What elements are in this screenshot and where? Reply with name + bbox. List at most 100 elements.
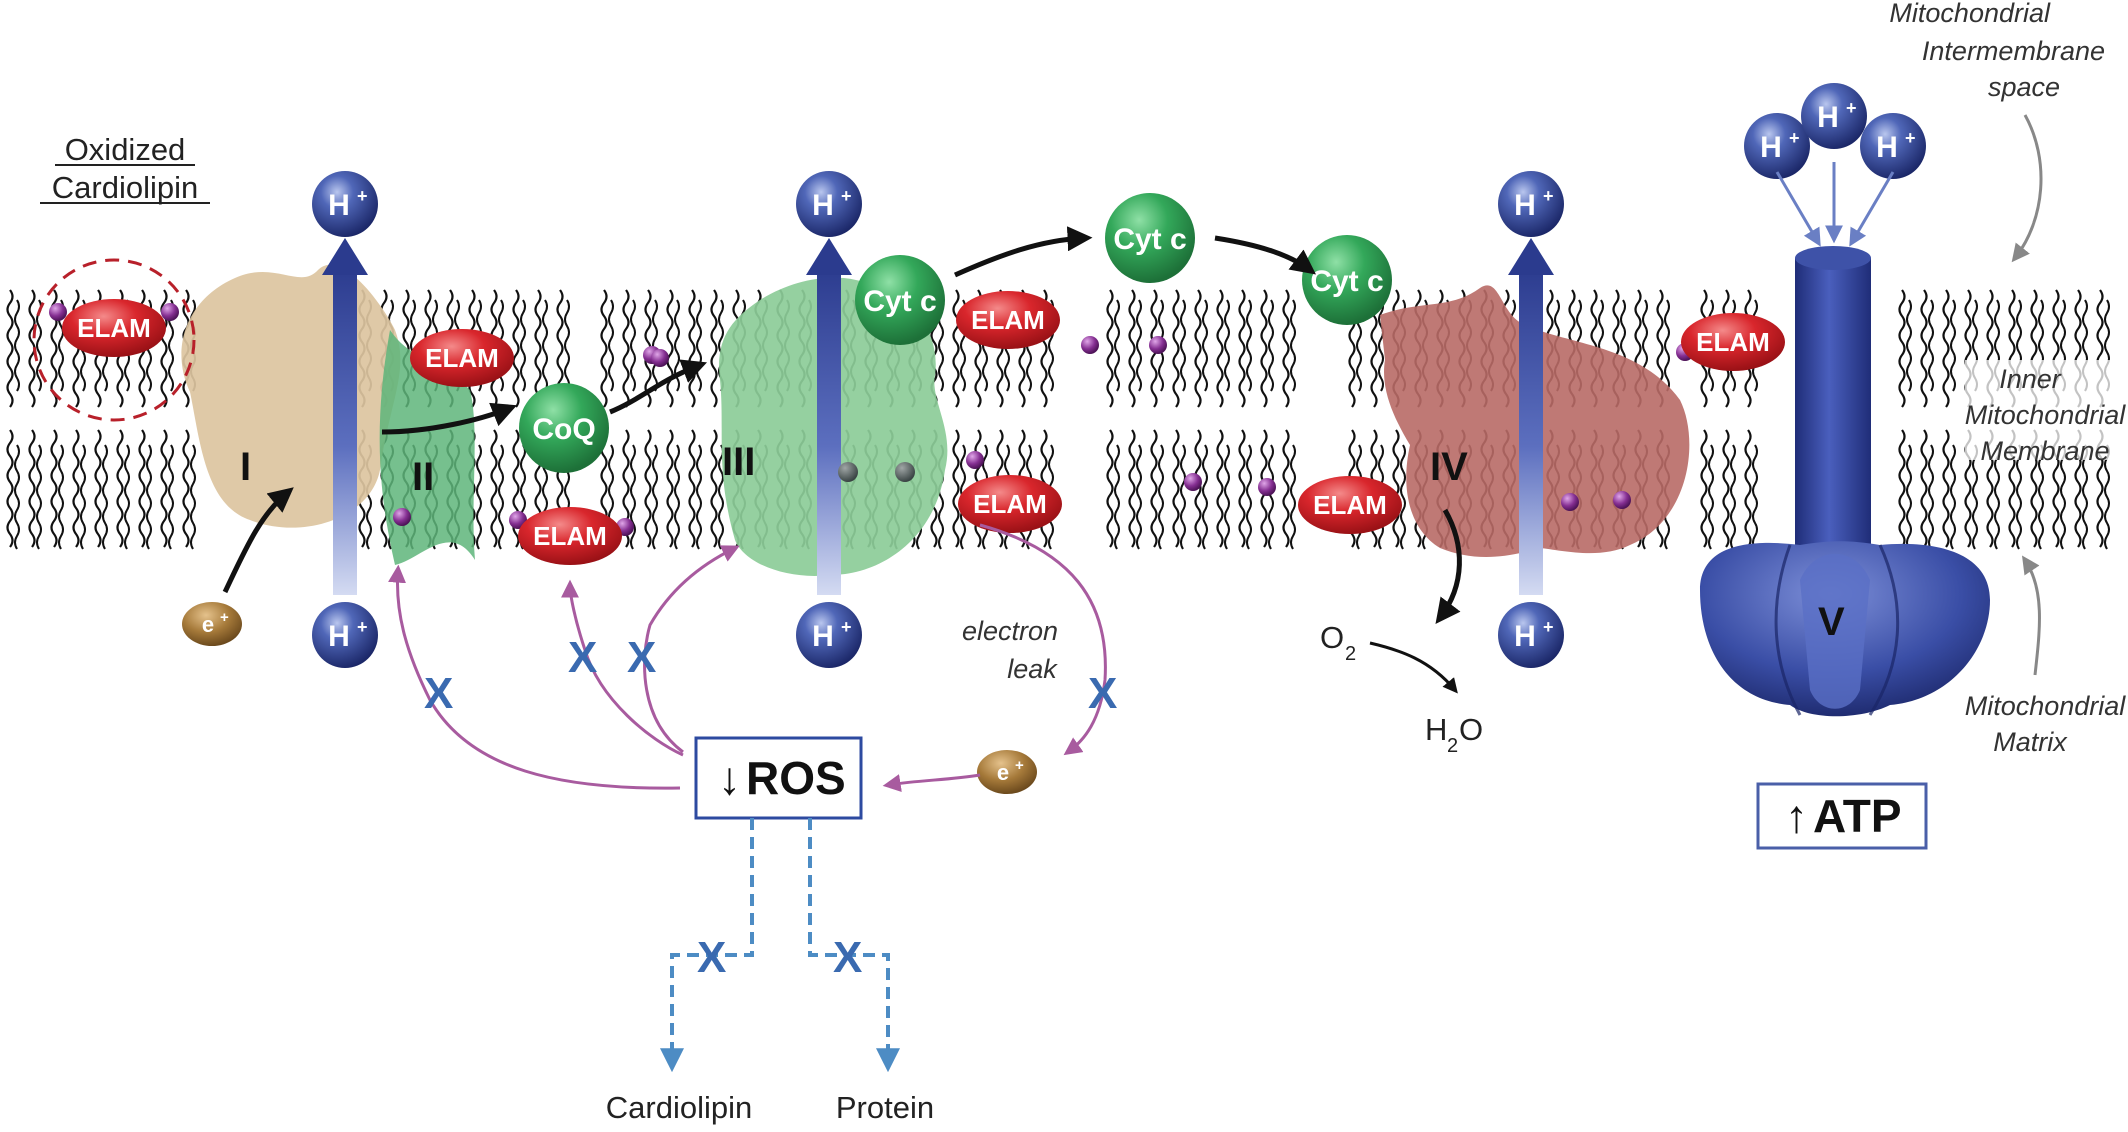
complex-1-label: I: [240, 445, 251, 489]
proton-label: H: [1514, 620, 1536, 653]
protein-target-label: Protein: [836, 1090, 934, 1125]
lipid-tail-inner: [168, 444, 174, 550]
compartment-pointer-arrows: [2011, 114, 2043, 676]
complex-2-label: II: [412, 455, 434, 499]
ros-box-label: ROS: [746, 752, 846, 804]
lipid-tail-inner: [710, 429, 718, 548]
lipid-tail-outer: [1136, 299, 1142, 392]
lipid-tail-inner: [644, 429, 652, 548]
lipid-tail-inner: [2104, 444, 2110, 550]
lipid-tail-outer: [688, 289, 696, 408]
lipid-tail-inner: [1400, 444, 1406, 550]
lipid-tail-outer: [1920, 289, 1928, 408]
lipid-tail-inner: [102, 444, 108, 550]
proton-charge: +: [357, 617, 368, 637]
atp-box-arrow: ↑: [1785, 790, 1808, 842]
lipid-tail-inner: [952, 429, 960, 548]
ros-source-arrows: [388, 523, 1107, 792]
lipid-tail-inner: [2082, 444, 2088, 550]
lipid-tail-inner: [72, 429, 80, 548]
lipid-tail-inner: [1744, 429, 1752, 548]
complex-5-label: V: [1818, 600, 1845, 644]
lipid-tail-outer: [696, 299, 702, 392]
cardiolipin-target-label: Cardiolipin: [606, 1090, 752, 1125]
elam-molecule: ELAM: [958, 475, 1062, 533]
lipid-tail-inner: [1158, 444, 1164, 550]
lipid-tail-inner: [1246, 444, 1252, 550]
lipid-tail-inner: [1106, 429, 1114, 548]
lipid-tail-outer: [564, 299, 570, 392]
elam-label: ELAM: [533, 521, 607, 551]
electron-leak-line-1: electron: [962, 616, 1058, 646]
lipid-tail-inner: [138, 429, 146, 548]
o2-base: O: [1320, 620, 1344, 655]
matrix-line-2: Matrix: [1993, 727, 2068, 757]
lipid-tail-outer: [622, 289, 630, 408]
lipid-tail-inner: [1920, 429, 1928, 548]
lipid-tail-inner: [80, 444, 86, 550]
proton-ball: H+: [312, 171, 378, 237]
lipid-tail-outer: [520, 299, 526, 392]
proton-ball: H+: [796, 171, 862, 237]
phosphate-bead: [1613, 491, 1631, 509]
inhibition-marks: X X X X X X: [424, 633, 1117, 982]
proton-charge: +: [357, 186, 368, 206]
lipid-tail-inner: [718, 444, 724, 550]
proton-label: H: [812, 620, 834, 653]
lipid-tail-inner: [1172, 429, 1180, 548]
lipid-tail-inner: [2060, 444, 2066, 550]
lipid-tail-inner: [1708, 444, 1714, 550]
atp-proton-arrows: [1775, 162, 1895, 247]
oxidized-cardiolipin-line-1: Oxidized: [65, 132, 186, 167]
lipid-tail-outer: [512, 289, 520, 408]
proton-label: H: [1817, 101, 1839, 134]
complex-3-label: III: [722, 440, 755, 484]
oxygen-label: O 2: [1320, 620, 1356, 665]
elam-molecule: ELAM: [518, 507, 622, 565]
lipid-tail-inner: [512, 429, 520, 548]
lipid-tail-outer: [1282, 289, 1290, 408]
ros-box-arrow: ↓: [718, 752, 741, 804]
lipid-tail-inner: [182, 429, 190, 548]
lipid-tail-outer: [1906, 299, 1912, 392]
electron-label: e: [997, 760, 1009, 785]
lipid-tail-inner: [160, 429, 168, 548]
lipid-tail-outer: [14, 299, 20, 392]
lipid-tail-inner: [1290, 444, 1296, 550]
h2o-h: H: [1425, 712, 1447, 747]
lipid-tail-inner: [94, 429, 102, 548]
lipid-tail-outer: [1238, 289, 1246, 408]
lipid-tail-outer: [1216, 289, 1224, 408]
cytochrome-c-carrier: Cyt c: [1105, 193, 1195, 283]
inhibit-mark-complex-2: X: [424, 669, 453, 718]
proton-ball: H+: [1860, 113, 1926, 179]
matrix-label: Mitochondrial Matrix: [1965, 691, 2127, 757]
elam-label: ELAM: [1696, 327, 1770, 357]
lipid-tail-inner: [696, 444, 702, 550]
heme-bead: [895, 462, 915, 482]
carrier-label: Cyt c: [863, 285, 936, 318]
lipid-tail-inner: [674, 444, 680, 550]
lipid-tail-outer: [952, 289, 960, 408]
lipid-tail-inner: [1202, 444, 1208, 550]
complex-2-shape: [379, 330, 475, 565]
lipid-tail-inner: [146, 444, 152, 550]
proton-ball: H+: [796, 602, 862, 668]
intermembrane-line-1: Mitochondrial: [1889, 0, 2051, 28]
lipid-tail-inner: [1722, 429, 1730, 548]
heme-bead: [838, 462, 858, 482]
proton-ball: H+: [1801, 83, 1867, 149]
lipid-tail-outer: [1950, 299, 1956, 392]
oxidized-cardiolipin-highlight: [32, 258, 196, 422]
lipid-tail-outer: [6, 289, 14, 408]
elam-molecule: ELAM: [1298, 476, 1402, 534]
proton-label: H: [812, 189, 834, 222]
phosphate-bead: [161, 303, 179, 321]
elam-label: ELAM: [1313, 490, 1387, 520]
elam-molecule: ELAM: [62, 299, 166, 357]
lipid-tail-inner: [630, 444, 636, 550]
inner-membrane-label: Inner Mitochondrial Membrane: [1965, 360, 2126, 466]
proton-charge: +: [1543, 186, 1554, 206]
